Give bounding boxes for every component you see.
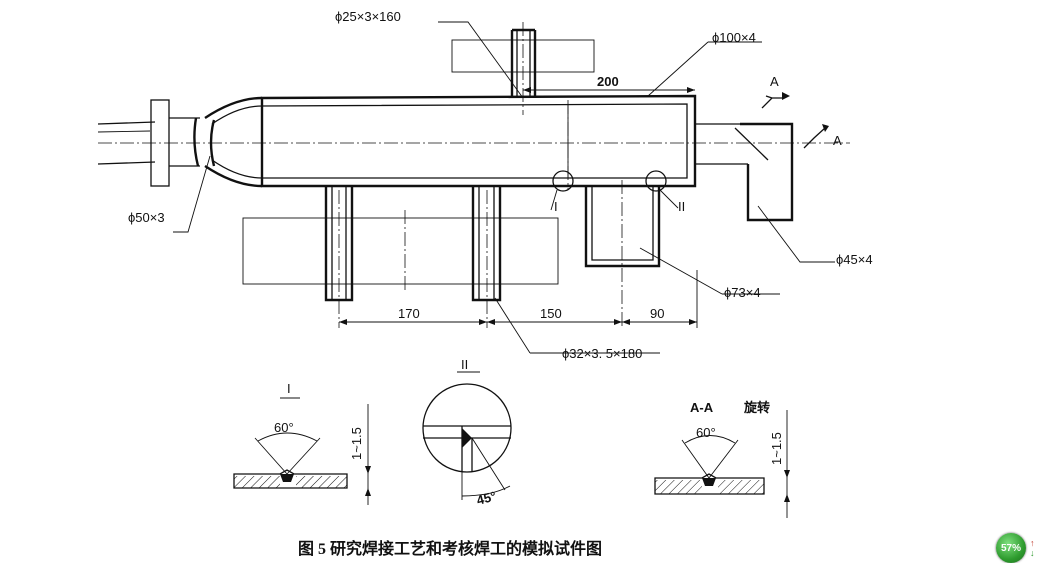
up-arrow-icon: ↑ xyxy=(1030,538,1035,548)
branch-box-73 xyxy=(584,186,661,268)
label-dim-150: 150 xyxy=(540,306,562,321)
fixture-block xyxy=(242,217,559,285)
detail-II-title: II xyxy=(461,357,468,372)
label-branch-73: ϕ73×4 xyxy=(724,285,761,300)
section-rotated: 旋转 xyxy=(743,400,770,415)
detail-I: I 60° 1~1.5 xyxy=(233,381,371,505)
dim-bottom-line xyxy=(339,270,698,328)
label-inlet-pipe: ϕ50×3 xyxy=(128,210,165,225)
speed-arrows: ↑ ↓ xyxy=(1030,538,1042,558)
bottom-branch-2 xyxy=(471,186,502,302)
down-arrow-icon: ↓ xyxy=(1030,548,1035,558)
label-top-pipe: ϕ25×3×160 xyxy=(335,9,401,24)
center-lines xyxy=(98,22,850,328)
detail-marker-II xyxy=(645,170,667,192)
detail-marker-I xyxy=(552,170,574,192)
detail-I-title: I xyxy=(287,381,291,396)
label-branch-32: ϕ32×3. 5×180 xyxy=(562,346,642,361)
main-assembly: ϕ25×3×160 ϕ100×4 200 ϕ50×3 ϕ45×4 ϕ73×4 ϕ… xyxy=(97,9,873,361)
label-dim-200: 200 xyxy=(597,74,619,89)
label-detail-II: II xyxy=(678,199,685,214)
detail-I-angle: 60° xyxy=(274,420,294,435)
label-outlet-pipe: ϕ45×4 xyxy=(836,252,873,267)
section-title: A-A xyxy=(690,400,714,415)
dim-200-line xyxy=(523,87,695,93)
detail-II: II 45° xyxy=(422,357,512,508)
label-section-a-right: A xyxy=(833,133,842,148)
zoom-indicator[interactable]: 57% xyxy=(996,533,1026,563)
section-angle: 60° xyxy=(696,425,716,440)
figure-caption: 图 5 研究焊接工艺和考核焊工的模拟试件图 xyxy=(298,541,603,558)
section-gap: 1~1.5 xyxy=(769,432,784,465)
section-A-A: A-A 旋转 60° 1~1.5 xyxy=(654,400,790,518)
label-main-pipe: ϕ100×4 xyxy=(712,30,756,45)
detail-I-gap: 1~1.5 xyxy=(349,427,364,460)
outlet-pipe xyxy=(695,122,794,222)
detail-II-angle: 45° xyxy=(475,488,498,508)
main-drum xyxy=(260,94,697,188)
label-section-a-top: A xyxy=(770,74,779,89)
label-dim-170: 170 xyxy=(398,306,420,321)
section-arrow-right xyxy=(803,124,829,149)
reducer-head xyxy=(204,96,263,188)
section-arrow-top xyxy=(761,92,790,109)
label-detail-I: I xyxy=(554,199,558,214)
label-dim-90: 90 xyxy=(650,306,664,321)
leader-lines xyxy=(173,21,835,354)
